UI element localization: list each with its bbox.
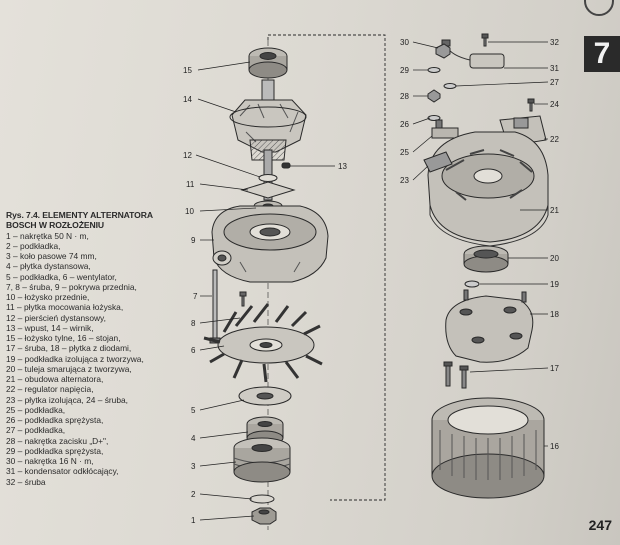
callout-25: 25 [400, 148, 409, 157]
callout-2: 2 [191, 490, 196, 499]
callout-10: 10 [185, 207, 194, 216]
callout-numbers: 15 14 12 11 10 9 7 8 6 5 4 3 2 1 13 30 2… [183, 38, 559, 525]
part-27-washer [443, 83, 457, 89]
callout-31: 31 [550, 64, 559, 73]
callout-9: 9 [191, 236, 196, 245]
callout-29: 29 [400, 66, 409, 75]
callout-22: 22 [550, 135, 559, 144]
callout-4: 4 [191, 434, 196, 443]
callout-30: 30 [400, 38, 409, 47]
callout-6: 6 [191, 346, 196, 355]
part-8-screw [239, 291, 247, 307]
part-9-front-cover [211, 205, 329, 283]
part-26-spring-washer [427, 115, 441, 121]
callout-16: 16 [550, 442, 559, 451]
legend-caption-line-1: Rys. 7.4. ELEMENTY ALTERNATORA [6, 210, 153, 220]
part-25-washer [431, 119, 459, 139]
assembly-axis-line [267, 34, 386, 501]
part-24-screw [527, 98, 535, 112]
callout-12: 12 [183, 151, 192, 160]
legend-line: 30 – nakrętka 16 N · m, [6, 456, 94, 466]
part-21-alternator-housing [427, 131, 549, 247]
leader-lines [195, 41, 549, 521]
part-7-bolt [209, 269, 221, 344]
legend-line: 10 – łożysko przednie, [6, 292, 90, 302]
callout-18: 18 [550, 310, 559, 319]
callout-15: 15 [183, 66, 192, 75]
part-6-fan [203, 303, 323, 383]
legend-line: 23 – płytka izolująca, 24 – śruba, [6, 394, 128, 405]
part-3-pulley [233, 437, 291, 483]
legend-caption-line-2: BOSCH W ROZŁOŻENIU [6, 220, 104, 231]
part-20-lubrication-bushing [463, 245, 509, 273]
callout-17: 17 [550, 364, 559, 373]
part-30-nut [435, 43, 451, 59]
legend-line: 15 – łożysko tylne, 16 – stojan, [6, 333, 121, 343]
part-17-screws [443, 361, 469, 389]
part-16-stator [431, 397, 545, 499]
legend-line: 21 – obudowa alternatora, [6, 374, 104, 384]
legend-line: 4 – płytka dystansowa, [6, 261, 91, 272]
legend-line: 3 – koło pasowe 74 mm, [6, 251, 97, 261]
callout-14: 14 [183, 95, 192, 104]
part-11-bearing-plate [240, 181, 296, 199]
callout-28: 28 [400, 92, 409, 101]
part-18-diode-plate [445, 289, 534, 363]
callout-5: 5 [191, 406, 196, 415]
callout-26: 26 [400, 120, 409, 129]
callout-8: 8 [191, 319, 196, 328]
legend-line: 27 – podkładka, [6, 425, 66, 436]
legend-line: 7, 8 – śruba, 9 – pokrywa przednia, [6, 281, 137, 292]
part-12-spacer-ring [258, 174, 278, 182]
legend-line: 28 – nakrętka zacisku „D+", [6, 435, 109, 446]
legend-line: 31 – kondensator odkłócający, [6, 466, 119, 477]
part-2-washer [249, 494, 275, 504]
legend-line: 17 – śruba, 18 – płytka z diodami, [6, 343, 132, 354]
legend-line: 12 – pierścień dystansowy, [6, 312, 106, 323]
legend-line: 2 – podkładka, [6, 240, 61, 251]
callout-20: 20 [550, 254, 559, 263]
legend-line: 22 – regulator napięcia, [6, 384, 94, 395]
callout-13: 13 [338, 162, 347, 171]
legend-line: 5 – podkładka, 6 – wentylator, [6, 271, 117, 282]
callout-23: 23 [400, 176, 409, 185]
legend-line: 29 – podkładka sprężysta, [6, 445, 104, 456]
part-29-spring-washer [427, 67, 441, 73]
legend-line: 20 – tuleja smarująca z tworzywa, [6, 363, 132, 374]
part-13-key [281, 162, 291, 169]
part-28-terminal-nut [427, 89, 441, 103]
callout-24: 24 [550, 100, 559, 109]
callout-32: 32 [550, 38, 559, 47]
part-31-capacitor [441, 39, 505, 69]
callout-19: 19 [550, 280, 559, 289]
legend-line: 25 – podkładka, [6, 404, 66, 415]
callout-21: 21 [550, 206, 559, 215]
page-number: 247 [588, 517, 612, 533]
figure-legend: Rys. 7.4. ELEMENTY ALTERNATORA BOSCH W R… [6, 210, 184, 487]
legend-line: 1 – nakrętka 50 N · m, [6, 230, 89, 241]
callout-27: 27 [550, 78, 559, 87]
chapter-tab: 7 [584, 36, 620, 72]
callout-11: 11 [186, 180, 195, 189]
part-15-rear-bearing [248, 47, 288, 79]
legend-line: 13 – wpust, 14 – wirnik, [6, 322, 94, 333]
legend-line: 32 – śruba [6, 476, 46, 487]
legend-line: 26 – podkładka sprężysta, [6, 415, 104, 425]
callout-7: 7 [193, 292, 198, 301]
part-1-nut [251, 507, 277, 525]
part-23-insulating-plate [423, 151, 453, 173]
legend-line: 19 – podkładka izolująca z tworzywa, [6, 353, 144, 364]
part-32-screw [481, 33, 489, 47]
callout-3: 3 [191, 462, 196, 471]
callout-1: 1 [191, 516, 196, 525]
legend-line: 11 – płytka mocowania łożyska, [6, 302, 124, 313]
part-19-insulating-washer [464, 280, 480, 288]
part-5-washer [238, 386, 292, 406]
part-14-rotor [229, 79, 307, 201]
